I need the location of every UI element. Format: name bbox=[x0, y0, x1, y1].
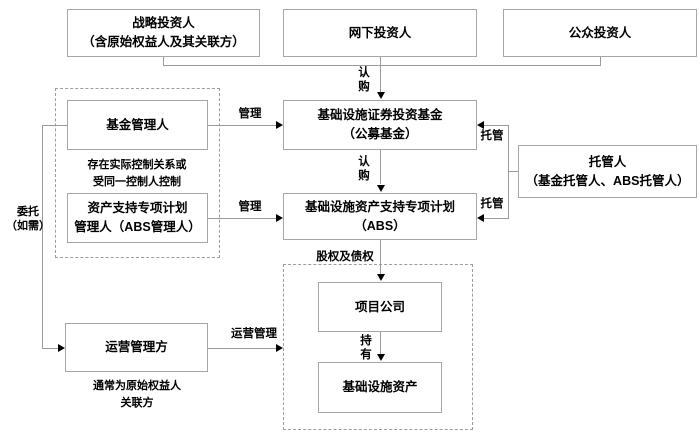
arrow-left-icon bbox=[477, 214, 484, 222]
connector-line bbox=[208, 125, 276, 126]
note-control-relation: 存在实际控制关系或 受同一控制人控制 bbox=[87, 159, 187, 188]
arrow-left-icon bbox=[477, 121, 484, 129]
node-public-fund: 基础设施证券投资基金 （公募基金） bbox=[283, 100, 477, 150]
edge-label-hold: 持 有 bbox=[360, 335, 372, 362]
connector-line bbox=[208, 348, 276, 349]
connector-line bbox=[380, 240, 381, 274]
arrow-right-icon bbox=[276, 121, 283, 129]
node-custodian: 托管人 （基金托管人、ABS托管人） bbox=[518, 145, 697, 198]
connector-line bbox=[42, 125, 43, 349]
connector-line bbox=[163, 57, 164, 66]
arrow-down-icon bbox=[377, 274, 385, 281]
node-public-investors: 公众投资人 bbox=[503, 9, 697, 57]
edge-label-subscribe-mid: 认 购 bbox=[358, 156, 370, 183]
connector-line bbox=[380, 57, 381, 92]
edge-label-custody-abs: 托管 bbox=[480, 198, 504, 210]
node-abs-plan: 基础设施资产支持专项计划 （ABS） bbox=[283, 193, 477, 240]
edge-label-subscribe-top: 认 购 bbox=[358, 67, 370, 94]
edge-label-entrust: 委托 （如需） bbox=[6, 206, 50, 232]
node-offline-investors: 网下投资人 bbox=[283, 9, 477, 57]
connector-line bbox=[42, 348, 58, 349]
arrow-right-icon bbox=[276, 214, 283, 222]
connector-line bbox=[208, 218, 276, 219]
connector-line bbox=[380, 332, 381, 355]
edge-label-operate: 运营管理 bbox=[231, 328, 277, 340]
manager-group-frame bbox=[55, 88, 220, 258]
edge-label-manage-fund: 管理 bbox=[238, 108, 262, 120]
arrow-right-icon bbox=[58, 344, 65, 352]
node-strategic-investors: 战略投资人 （含原始权益人及其关联方） bbox=[67, 9, 260, 57]
node-abs-manager: 资产支持专项计划 管理人（ABS管理人） bbox=[67, 193, 208, 243]
note-operator-relation: 通常为原始权益人 关联方 bbox=[93, 380, 181, 409]
arrow-right-icon bbox=[276, 344, 283, 352]
node-infrastructure-asset: 基础设施资产 bbox=[318, 362, 442, 413]
node-project-company: 项目公司 bbox=[318, 282, 442, 332]
node-fund-manager: 基金管理人 bbox=[67, 100, 208, 150]
edge-label-manage-abs: 管理 bbox=[238, 201, 262, 213]
edge-label-equity-debt: 股权及债权 bbox=[316, 251, 374, 263]
connector-line bbox=[600, 57, 601, 66]
asset-group-frame bbox=[283, 264, 473, 430]
connector-line bbox=[380, 150, 381, 184]
connector-line bbox=[508, 125, 509, 219]
connector-line bbox=[42, 125, 67, 126]
edge-label-custody-fund: 托管 bbox=[480, 130, 504, 142]
arrow-down-icon bbox=[377, 185, 385, 192]
arrow-down-icon bbox=[377, 92, 385, 99]
arrow-down-icon bbox=[377, 354, 385, 361]
connector-line bbox=[509, 171, 518, 172]
connector-line bbox=[163, 65, 601, 66]
node-operation-manager: 运营管理方 bbox=[65, 323, 208, 372]
connector-line bbox=[484, 125, 509, 126]
connector-line bbox=[484, 218, 509, 219]
